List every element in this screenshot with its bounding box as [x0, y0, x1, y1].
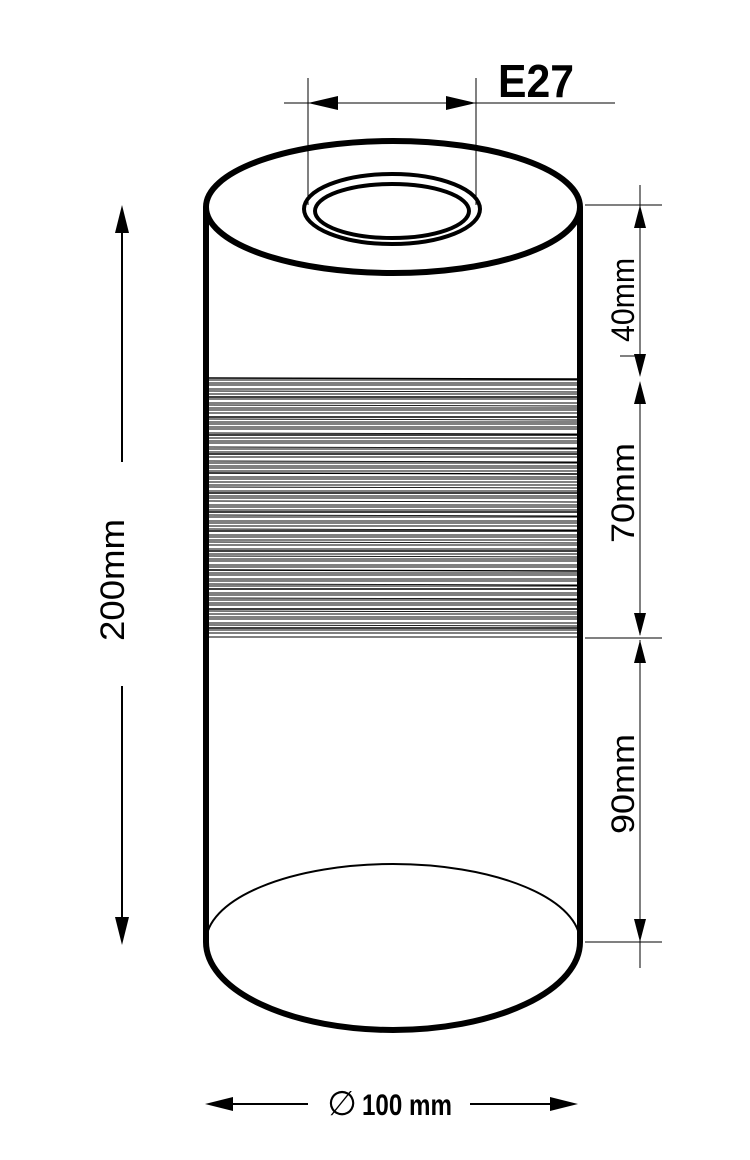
stripe-line [208, 390, 578, 393]
height-dimension: 200mm [94, 205, 132, 945]
stripe-line [208, 569, 578, 572]
frosted-stripe-band [208, 377, 578, 638]
height-arrow-bottom [115, 917, 129, 945]
diameter-dimension: ∅ 100 mm [205, 1085, 578, 1123]
stripe-line [208, 610, 578, 613]
arrow-90-top [634, 640, 646, 663]
stripe-line [208, 528, 578, 531]
stripe-line [208, 377, 578, 380]
stripe-line [208, 555, 578, 558]
stripe-line [208, 583, 578, 586]
arrow-90-bottom [634, 919, 646, 942]
diameter-arrow-left [205, 1097, 233, 1111]
arrow-40-top [634, 205, 646, 228]
cylinder-top-rim [203, 138, 583, 276]
socket-dimension: E27 [284, 55, 615, 205]
section-arrows [634, 205, 646, 942]
diameter-label: 100 mm [362, 1089, 452, 1122]
stripe-line [208, 472, 578, 475]
section-label-90: 90mm [605, 734, 641, 834]
diameter-arrow-right [550, 1097, 578, 1111]
stripe-line [208, 541, 578, 544]
height-label: 200mm [94, 519, 132, 641]
stripe-line [208, 460, 578, 463]
cylinder [203, 138, 583, 1033]
stripe-line [208, 432, 578, 435]
socket-hole-outer [302, 172, 482, 246]
cylinder-bottom-front [203, 941, 583, 1033]
arrow-40-bottom [634, 354, 646, 377]
arrow-70-top [634, 381, 646, 404]
arrow-70-bottom [634, 613, 646, 636]
stripe-line [208, 446, 578, 449]
stripe-line [208, 624, 578, 627]
stripe-line [208, 500, 578, 503]
socket-hole-inner [313, 182, 471, 240]
stripe-line [208, 404, 578, 407]
stripe-line [208, 418, 578, 421]
socket-arrow-left [308, 96, 338, 110]
diameter-symbol: ∅ [327, 1085, 357, 1123]
stripe-line [208, 486, 578, 489]
height-arrow-top [115, 205, 129, 233]
cylinder-bottom-back [205, 863, 581, 943]
stripe-line [208, 597, 578, 600]
section-label-70: 70mm [605, 443, 641, 543]
stripe-line [208, 514, 578, 517]
socket-arrow-right [446, 96, 476, 110]
socket-label: E27 [498, 55, 574, 107]
section-label-40: 40mm [605, 258, 641, 342]
